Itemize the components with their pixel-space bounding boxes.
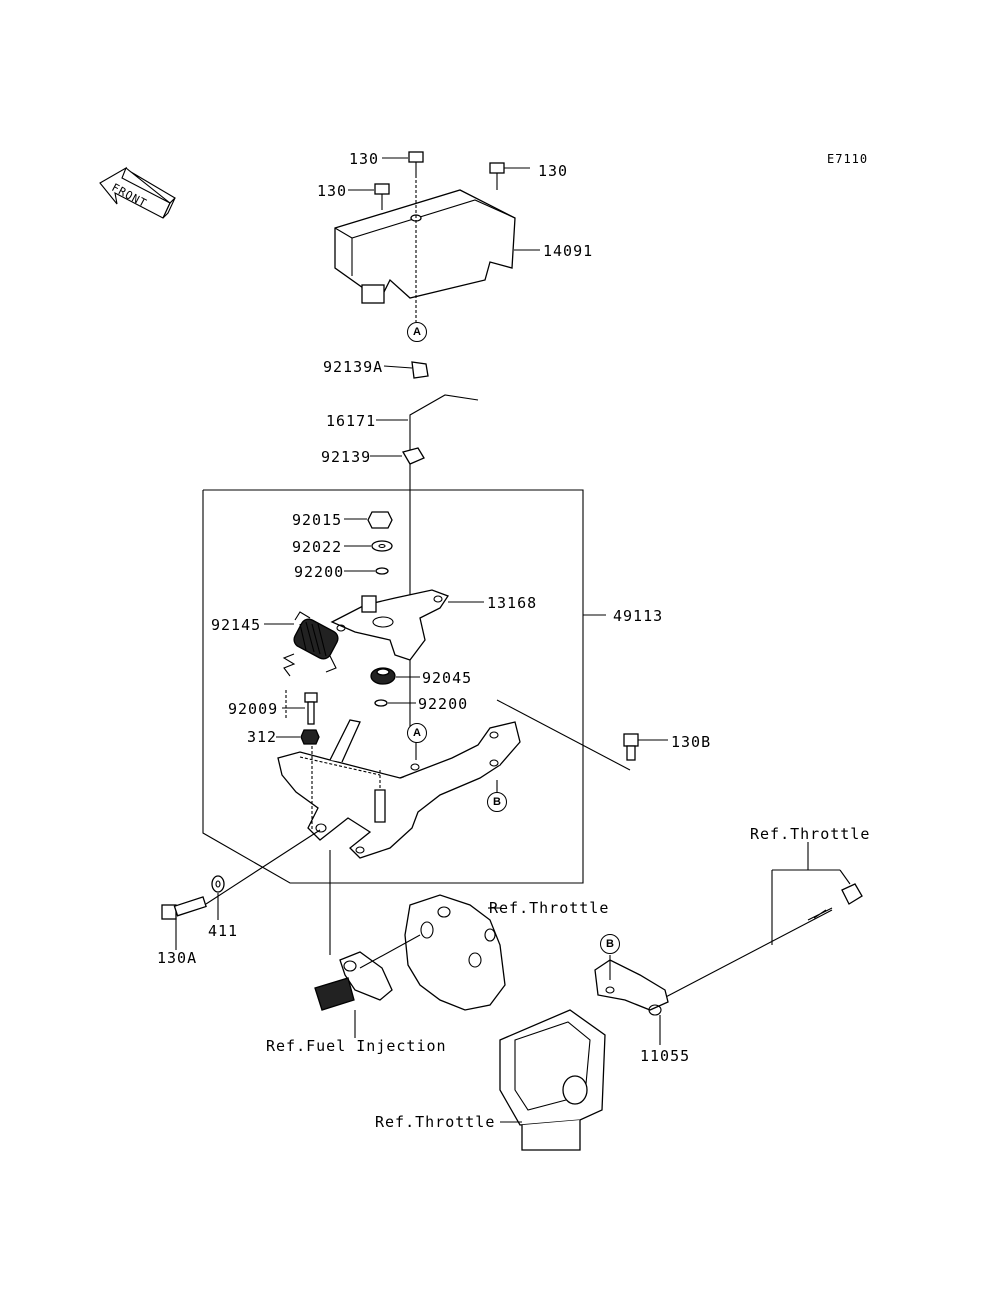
nut-312-icon	[276, 729, 320, 745]
label-92200-upper: 92200	[294, 563, 345, 581]
spring-92145-icon	[264, 611, 339, 677]
label-ref-throttle-mid: Ref.Throttle	[489, 899, 610, 917]
lever-13168-icon	[330, 589, 484, 661]
bracket-cover-14091-icon	[334, 180, 540, 322]
label-92139: 92139	[321, 448, 372, 466]
label-92145: 92145	[211, 616, 262, 634]
nut-92015-icon	[344, 511, 393, 529]
label-130-2: 130	[317, 182, 348, 200]
label-130A: 130A	[157, 949, 198, 967]
label-13168: 13168	[487, 594, 538, 612]
label-130-1: 130	[349, 150, 380, 168]
link-lever-11055-icon	[594, 955, 669, 1045]
callout-b-low: B	[600, 934, 620, 954]
label-ref-fuel-injection: Ref.Fuel Injection	[266, 1037, 447, 1055]
callout-a-mid: A	[407, 723, 427, 743]
label-411: 411	[208, 922, 239, 940]
washer-92022-icon	[344, 540, 393, 552]
label-ref-throttle-top: Ref.Throttle	[750, 825, 871, 843]
front-arrow-icon	[99, 166, 176, 219]
label-92022: 92022	[292, 538, 343, 556]
throttle-housing-upper-icon	[404, 894, 506, 1011]
diagram-code: E7110	[827, 152, 869, 166]
label-92139A: 92139A	[323, 358, 384, 376]
callout-a-top: A	[407, 322, 427, 342]
label-312: 312	[247, 728, 278, 746]
label-ref-throttle-bottom: Ref.Throttle	[375, 1113, 496, 1131]
collar-92045-icon	[370, 667, 420, 685]
washer-92200-upper-icon	[344, 567, 389, 575]
assembly-49113-outline	[202, 489, 606, 884]
label-92045: 92045	[422, 669, 473, 687]
bolt-130-top-right-icon	[489, 162, 530, 190]
label-92015: 92015	[292, 511, 343, 529]
bolt-130A-icon	[161, 829, 321, 950]
label-130-3: 130	[538, 162, 569, 180]
throttle-body-lower-icon	[499, 1009, 606, 1151]
label-49113: 49113	[613, 607, 664, 625]
bolt-130-top-center-icon	[382, 151, 424, 178]
label-92009: 92009	[228, 700, 279, 718]
label-130B: 130B	[671, 733, 712, 751]
callout-b-mid: B	[487, 792, 507, 812]
bolt-130B-icon	[623, 733, 668, 761]
throttle-link-rod-icon	[659, 842, 863, 1001]
washer-92200-lower-icon	[374, 699, 416, 707]
label-92200-lower: 92200	[418, 695, 469, 713]
label-16171: 16171	[326, 412, 377, 430]
label-14091: 14091	[543, 242, 594, 260]
bolt-130-top-left-icon	[348, 183, 390, 210]
washer-411-icon	[211, 875, 225, 920]
label-11055: 11055	[640, 1047, 691, 1065]
mounting-bracket-plate-icon	[277, 699, 631, 859]
bolt-92009-icon	[282, 690, 318, 725]
throttle-position-sensor-icon	[314, 850, 421, 1038]
